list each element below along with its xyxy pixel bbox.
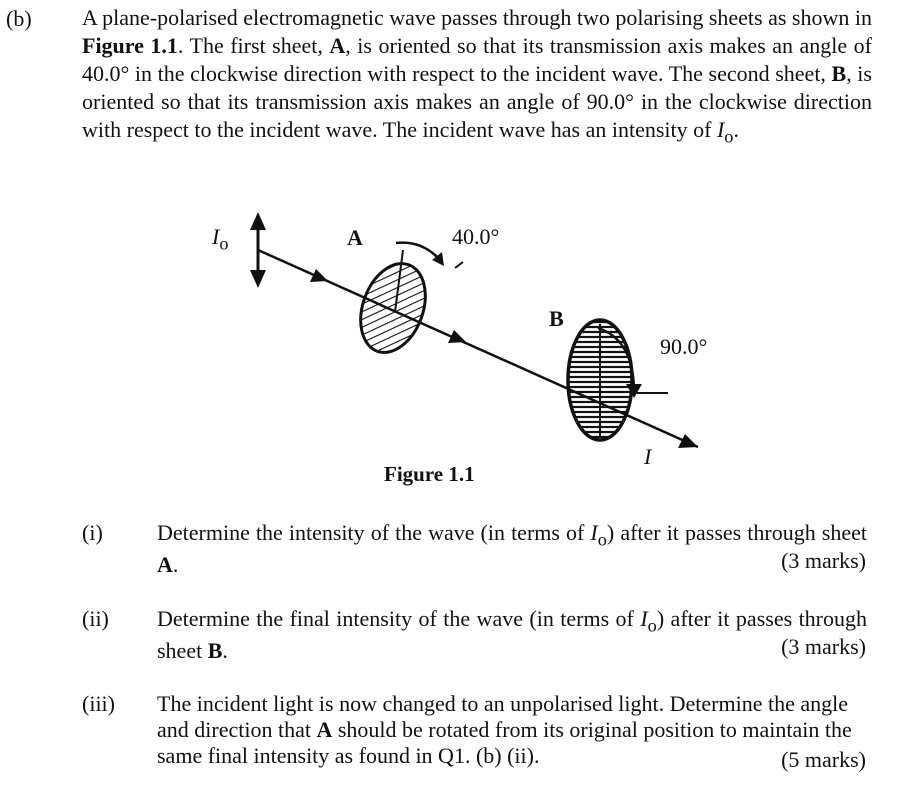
sheet-a [359,241,464,354]
intro-text-3: , is oriented so that its transmission a… [82,33,872,86]
io-symbol: I [590,520,598,545]
question-text: Determine the intensity of the wave (in … [157,520,867,578]
beam-arrow-1 [310,269,328,282]
question-text: Determine the final intensity of the wav… [157,606,867,664]
io-symbol: I [640,606,648,631]
intro-text-5: . [733,117,739,142]
marks-label: (5 marks) [769,747,866,773]
io-subscript: o [597,529,607,550]
beam-arrow-3 [678,434,698,448]
question-text-part: . [172,552,179,578]
io-subscript: o [647,615,657,636]
beam-arrow-2 [448,330,466,343]
question-ii: (ii) Determine the final intensity of th… [0,606,912,664]
incident-intensity-label: Io [212,224,229,254]
question-text-part: Determine the final intensity of the wav… [157,606,641,631]
figure-1-1: Io A 40.0° B 90.0° I Figure 1.1 [150,200,770,500]
angle-b-label: 90.0° [660,334,708,359]
sheet-a-ref: A [329,33,346,58]
intro-text-2: . The first sheet, [177,33,330,58]
question-text-part: Determine the intensity of the wave (in … [157,520,591,545]
question-number: (i) [82,520,103,545]
sheet-b [566,318,668,442]
marks-label: (3 marks) [781,634,866,659]
question-iii: (iii) The incident light is now changed … [0,691,912,775]
output-intensity-label: I [644,444,652,469]
question-text-part: . [222,638,228,664]
figure-reference: Figure 1.1 [82,33,178,58]
figure-caption: Figure 1.1 [384,462,475,486]
sheet-a-label: A [347,225,363,250]
marks-label: (3 marks) [781,548,866,573]
question-number: (ii) [82,606,109,631]
question-text-part: ) after it passes through sheet [606,520,867,545]
intro-text-4: , is oriented so that its transmission a… [82,61,872,142]
question-text: The incident light is now changed to an … [157,691,869,769]
intensity-symbol: I [716,117,725,142]
question-number: (iii) [82,691,115,716]
question-text-part: should be rotated from its original posi… [157,717,852,768]
intro-text-1: A plane-polarised electromagnetic wave p… [82,5,872,30]
sheet-ref: B [207,638,223,664]
question-i: (i) Determine the intensity of the wave … [0,520,912,578]
sheet-b-ref: B [831,61,847,86]
polariser-diagram [250,212,699,449]
part-label: (b) [6,6,32,31]
sheet-b-label: B [549,306,564,331]
question-text-part: The incident light is now changed to an … [157,691,848,742]
io-subscript: o [219,233,229,254]
sheet-ref: A [316,717,333,742]
io-symbol: I [212,224,220,249]
sheet-ref: A [157,552,173,578]
question-text-part: ) after it passes through sheet [157,606,868,664]
angle-a-label: 40.0° [452,224,500,249]
question-intro: A plane-polarised electromagnetic wave p… [82,4,872,150]
intensity-subscript: o [724,126,734,147]
